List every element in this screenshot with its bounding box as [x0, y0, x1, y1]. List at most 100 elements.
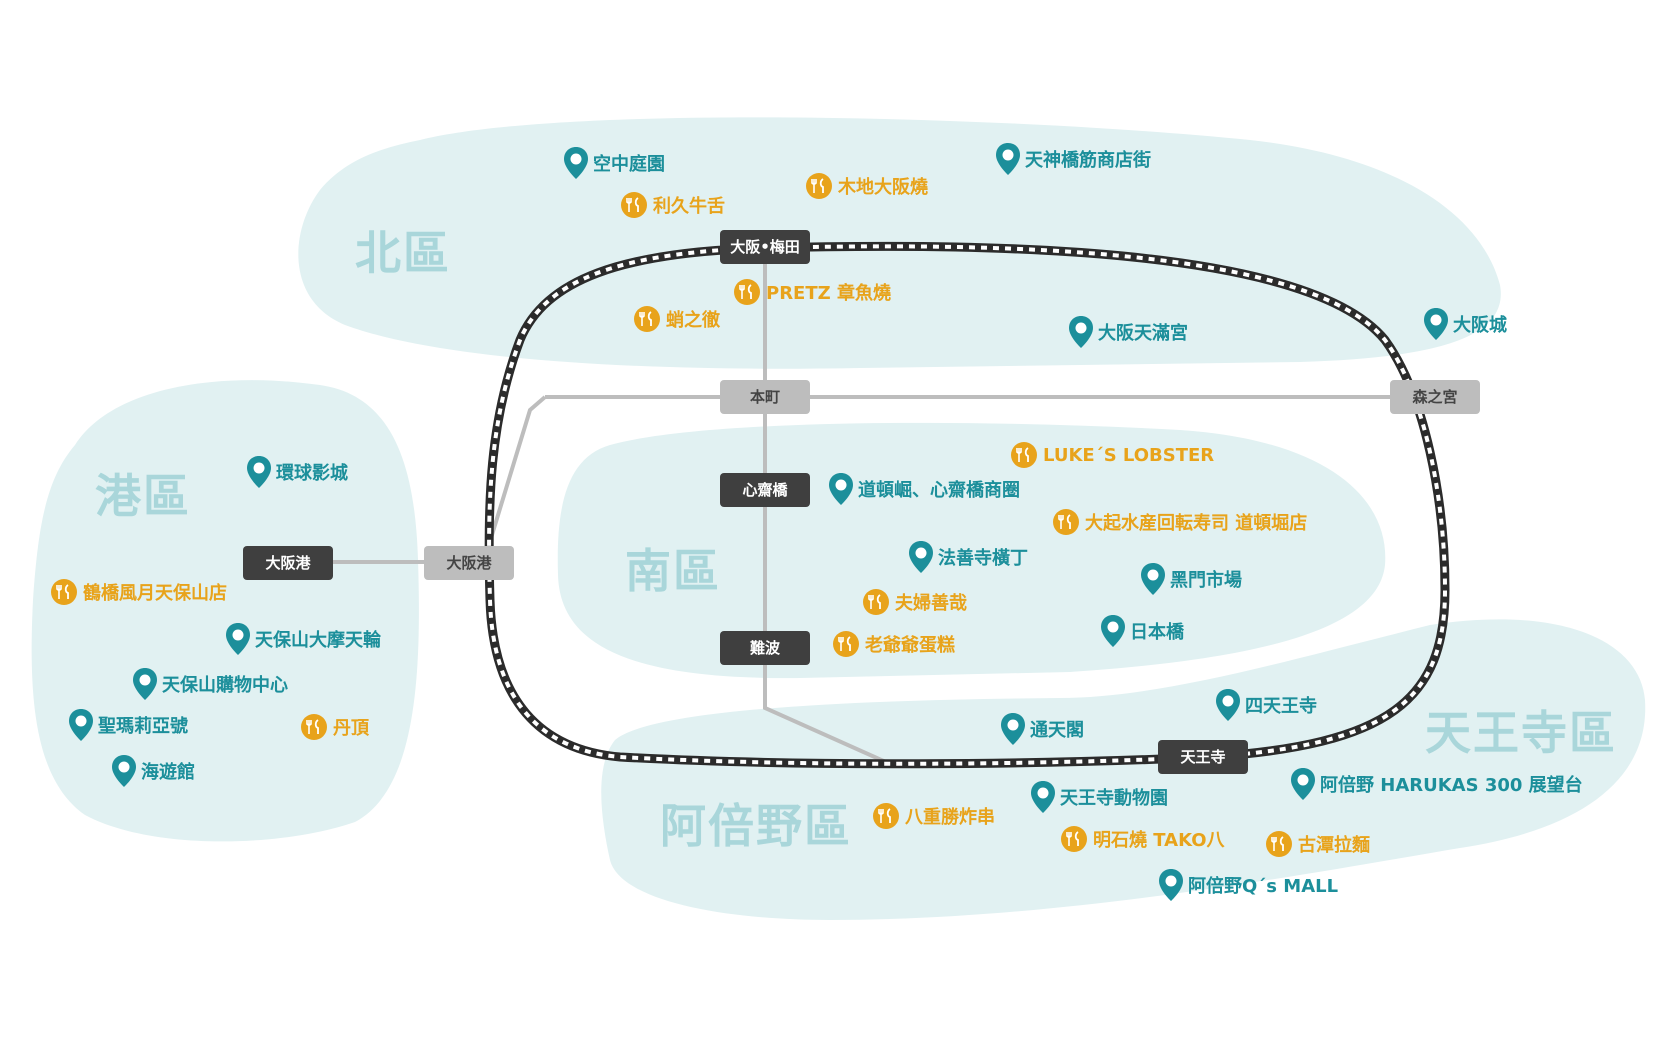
fork-knife-icon [633, 305, 661, 333]
poi-tempozan-mall[interactable]: 天保山購物中心 [132, 667, 288, 701]
poi-shitennoji[interactable]: 四天王寺 [1215, 688, 1317, 722]
poi-tsuruhashi[interactable]: 鶴橋風月天保山店 [50, 578, 227, 606]
area-label-north: 北區 [355, 226, 451, 280]
poi-label: 鶴橋風月天保山店 [83, 583, 227, 604]
poi-label: 天神橋筋商店街 [1025, 150, 1151, 171]
map-pin-icon [908, 540, 934, 574]
poi-harukas[interactable]: 阿倍野 HARUKAS 300 展望台 [1290, 767, 1583, 801]
poi-akashiyaki[interactable]: 明石燒 TAKO八 [1060, 825, 1225, 853]
poi-label: 蛸之徹 [666, 310, 720, 331]
poi-meotozenzai[interactable]: 夫婦善哉 [862, 588, 967, 616]
poi-label: 天保山購物中心 [162, 675, 288, 696]
poi-label: 丹頂 [333, 718, 369, 739]
poi-label: 大起水産回転寿司 道頓堀店 [1085, 513, 1308, 534]
poi-label: 環球影城 [276, 463, 348, 484]
area-label-abeno: 阿倍野區 [660, 799, 852, 853]
poi-tenmangu[interactable]: 大阪天滿宮 [1068, 315, 1188, 349]
fork-knife-icon [620, 191, 648, 219]
map-pin-icon [828, 472, 854, 506]
poi-label: 天保山大摩天輪 [255, 630, 381, 651]
poi-pretz[interactable]: PRETZ 章魚燒 [733, 278, 891, 306]
honmachi-westbound-line [486, 395, 547, 549]
poi-label: 空中庭園 [593, 154, 665, 175]
station-umeda[interactable]: 大阪•梅田 [720, 230, 810, 264]
poi-kuromon[interactable]: 黑門市場 [1140, 562, 1242, 596]
map-pin-icon [1030, 780, 1056, 814]
poi-label: PRETZ 章魚燒 [766, 283, 891, 304]
poi-label: 黑門市場 [1170, 570, 1242, 591]
map-pin-icon [1290, 767, 1316, 801]
poi-label: 道頓崛、心齋橋商圈 [858, 480, 1020, 501]
poi-hozenji[interactable]: 法善寺橫丁 [908, 540, 1028, 574]
poi-label: 老爺爺蛋糕 [865, 635, 955, 656]
map-pin-icon [1100, 614, 1126, 648]
fork-knife-icon [733, 278, 761, 306]
fork-knife-icon [1052, 508, 1080, 536]
poi-label: 海遊館 [141, 762, 195, 783]
map-pin-icon [1068, 315, 1094, 349]
fork-knife-icon [300, 713, 328, 741]
poi-usj[interactable]: 環球影城 [246, 455, 348, 489]
poi-kaiyukan[interactable]: 海遊館 [111, 754, 195, 788]
map-pin-icon [111, 754, 137, 788]
poi-osaka-castle[interactable]: 大阪城 [1423, 307, 1507, 341]
poi-nipponbashi[interactable]: 日本橋 [1100, 614, 1184, 648]
poi-dotonbori[interactable]: 道頓崛、心齋橋商圈 [828, 472, 1020, 506]
fork-knife-icon [872, 802, 900, 830]
poi-label: 夫婦善哉 [895, 593, 967, 614]
station-osakako-loop[interactable]: 大阪港 [424, 546, 514, 580]
poi-label: 聖瑪莉亞號 [98, 716, 188, 737]
poi-takotetsu[interactable]: 蛸之徹 [633, 305, 720, 333]
fork-knife-icon [1060, 825, 1088, 853]
station-morinomiya[interactable]: 森之宮 [1390, 380, 1480, 414]
fork-knife-icon [832, 630, 860, 658]
poi-label: 法善寺橫丁 [938, 548, 1028, 569]
station-osakako-port[interactable]: 大阪港 [243, 546, 333, 580]
poi-rikuro[interactable]: 老爺爺蛋糕 [832, 630, 955, 658]
poi-qsmall[interactable]: 阿倍野Q´s MALL [1158, 868, 1338, 902]
poi-kotan[interactable]: 古潭拉麵 [1265, 830, 1370, 858]
poi-tsutenkaku[interactable]: 通天閣 [1000, 712, 1084, 746]
map-pin-icon [1000, 712, 1026, 746]
map-pin-icon [1423, 307, 1449, 341]
poi-wheel[interactable]: 天保山大摩天輪 [225, 622, 381, 656]
fork-knife-icon [50, 578, 78, 606]
poi-label: 八重勝炸串 [905, 807, 995, 828]
poi-ookisuisan[interactable]: 大起水産回転寿司 道頓堀店 [1052, 508, 1307, 536]
area-label-south: 南區 [625, 544, 721, 598]
station-shinsaibashi[interactable]: 心齋橋 [720, 473, 810, 507]
map-pin-icon [995, 142, 1021, 176]
poi-label: 古潭拉麵 [1298, 835, 1370, 856]
poi-label: 四天王寺 [1245, 696, 1317, 717]
poi-label: 大阪天滿宮 [1098, 323, 1188, 344]
osaka-loop-line-dashes [487, 244, 1448, 766]
map-pin-icon [225, 622, 251, 656]
poi-yaejyu[interactable]: 八重勝炸串 [872, 802, 995, 830]
poi-label: LUKE´S LOBSTER [1043, 444, 1215, 466]
station-honmachi[interactable]: 本町 [720, 380, 810, 414]
poi-tenjinbashi[interactable]: 天神橋筋商店街 [995, 142, 1151, 176]
poi-sky-garden[interactable]: 空中庭園 [563, 146, 665, 180]
map-pin-icon [1158, 868, 1184, 902]
poi-lukes[interactable]: LUKE´S LOBSTER [1010, 441, 1214, 469]
fork-knife-icon [1010, 441, 1038, 469]
station-namba[interactable]: 難波 [720, 631, 810, 665]
poi-label: 明石燒 TAKO八 [1093, 830, 1225, 851]
poi-rikyu[interactable]: 利久牛舌 [620, 191, 725, 219]
poi-label: 木地大阪燒 [838, 177, 928, 198]
fork-knife-icon [1265, 830, 1293, 858]
map-pin-icon [563, 146, 589, 180]
map-pin-icon [1215, 688, 1241, 722]
poi-kiji[interactable]: 木地大阪燒 [805, 172, 928, 200]
poi-label: 阿倍野Q´s MALL [1188, 876, 1339, 897]
station-tennoji[interactable]: 天王寺 [1158, 740, 1248, 774]
poi-zoo[interactable]: 天王寺動物園 [1030, 780, 1168, 814]
poi-tanchou[interactable]: 丹頂 [300, 713, 369, 741]
fork-knife-icon [862, 588, 890, 616]
poi-label: 通天閣 [1030, 720, 1084, 741]
poi-santa-maria[interactable]: 聖瑪莉亞號 [68, 708, 188, 742]
region-port-shape [31, 380, 419, 842]
poi-label: 日本橋 [1130, 622, 1184, 643]
